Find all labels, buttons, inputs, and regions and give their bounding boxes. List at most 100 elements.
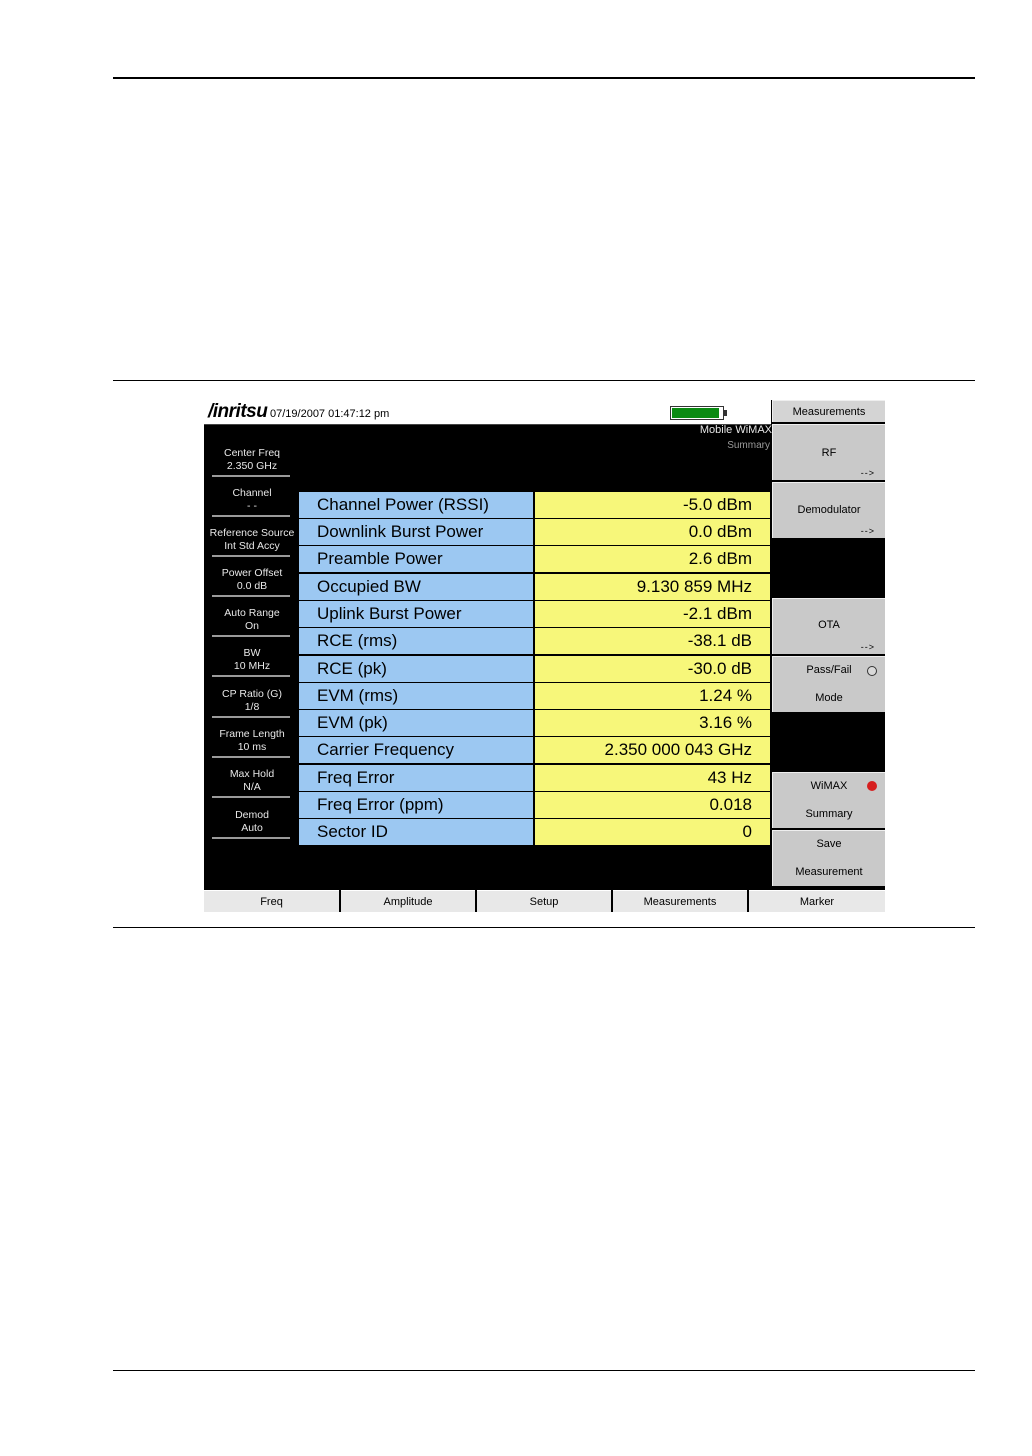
status-header: /inritsu 07/19/2007 01:47:12 pm	[204, 400, 771, 425]
figure-bottom-rule	[113, 927, 975, 928]
row-value: -30.0 dB	[535, 656, 770, 682]
row-label: RCE (pk)	[299, 656, 533, 682]
param-value: Auto	[241, 822, 263, 834]
param-bw: BW 10 MHz	[208, 647, 296, 677]
row-label: Carrier Frequency	[299, 737, 533, 763]
submenu-arrow-icon: -->	[860, 526, 875, 536]
param-value: 1/8	[244, 701, 260, 713]
tab-measurements[interactable]: Measurements	[613, 890, 747, 912]
figure-top-rule	[113, 380, 975, 381]
row-value: -38.1 dB	[535, 628, 770, 654]
divider	[212, 555, 290, 557]
table-row: Preamble Power 2.6 dBm	[299, 546, 770, 572]
tab-freq[interactable]: Freq	[204, 890, 339, 912]
param-label: Reference Source	[209, 527, 295, 539]
param-value: 10 ms	[237, 741, 267, 753]
mode-label: Mode	[815, 692, 843, 704]
param-label: Auto Range	[224, 607, 280, 619]
param-channel: Channel - -	[208, 487, 296, 517]
param-demod: Demod Auto	[208, 809, 296, 839]
table-row: Freq Error (ppm) 0.018	[299, 792, 770, 818]
wimax-summary-button[interactable]: WiMAX Summary	[772, 772, 885, 828]
row-label: EVM (rms)	[299, 683, 533, 709]
tab-setup[interactable]: Setup	[477, 890, 611, 912]
table-row: EVM (rms) 1.24 %	[299, 683, 770, 709]
battery-level	[672, 408, 719, 418]
row-label: Preamble Power	[299, 546, 533, 572]
ota-button[interactable]: OTA -->	[772, 598, 885, 654]
param-cp-ratio: CP Ratio (G) 1/8	[208, 688, 296, 718]
row-label: Freq Error (ppm)	[299, 792, 533, 818]
submenu-arrow-icon: -->	[860, 642, 875, 652]
param-label: Max Hold	[229, 768, 275, 780]
table-row: Sector ID 0	[299, 819, 770, 845]
param-auto-range: Auto Range On	[208, 607, 296, 637]
view-label: Summary	[727, 440, 770, 451]
divider	[212, 756, 290, 758]
pass-fail-label: Pass/Fail	[806, 664, 852, 676]
save-label: Save	[816, 838, 842, 850]
instrument-screen: /inritsu 07/19/2007 01:47:12 pm Mobile W…	[204, 400, 885, 912]
softkey-menu-title: Measurements	[772, 400, 885, 422]
param-frame-length: Frame Length 10 ms	[208, 728, 296, 758]
submenu-arrow-icon: -->	[860, 468, 875, 478]
divider	[212, 837, 290, 839]
menu-title-label: Measurements	[792, 406, 866, 418]
demodulator-label: Demodulator	[797, 504, 861, 516]
row-label: Channel Power (RSSI)	[299, 492, 533, 518]
table-row: Uplink Burst Power -2.1 dBm	[299, 601, 770, 627]
param-value: 10 MHz	[233, 660, 271, 672]
rf-label: RF	[821, 447, 837, 459]
row-value: 9.130 859 MHz	[535, 574, 770, 600]
save-measurement-button[interactable]: Save Measurement	[772, 830, 885, 886]
param-max-hold: Max Hold N/A	[208, 768, 296, 798]
row-label: Freq Error	[299, 765, 533, 791]
param-center-freq: Center Freq 2.350 GHz	[208, 447, 296, 477]
row-value: 43 Hz	[535, 765, 770, 791]
param-label: Center Freq	[223, 447, 281, 459]
table-row: Freq Error 43 Hz	[299, 765, 770, 791]
demodulator-button[interactable]: Demodulator -->	[772, 482, 885, 538]
active-indicator-icon	[867, 781, 877, 791]
mode-label: Mobile WiMAX	[699, 424, 772, 436]
param-label: Frame Length	[219, 728, 285, 740]
param-value: 0.0 dB	[236, 580, 268, 592]
bottom-menu-bar: Freq Amplitude Setup Measurements Marker	[204, 889, 885, 912]
param-label: Demod	[235, 809, 269, 821]
row-value: 3.16 %	[535, 710, 770, 736]
table-row: RCE (rms) -38.1 dB	[299, 628, 770, 654]
ota-label: OTA	[818, 619, 840, 631]
toggle-off-icon	[867, 666, 877, 676]
param-value: On	[244, 620, 259, 632]
table-row: Downlink Burst Power 0.0 dBm	[299, 519, 770, 545]
table-row: EVM (pk) 3.16 %	[299, 710, 770, 736]
battery-icon	[670, 406, 727, 420]
footer-rule	[113, 1370, 975, 1371]
table-row: Carrier Frequency 2.350 000 043 GHz	[299, 737, 770, 763]
row-value: 2.6 dBm	[535, 546, 770, 572]
rf-button[interactable]: RF -->	[772, 424, 885, 480]
row-label: Uplink Burst Power	[299, 601, 533, 627]
tab-amplitude[interactable]: Amplitude	[341, 890, 475, 912]
date-time: 07/19/2007 01:47:12 pm	[270, 408, 390, 420]
battery-tip	[724, 410, 727, 416]
divider	[212, 675, 290, 677]
param-label: Channel	[232, 487, 272, 499]
divider	[212, 716, 290, 718]
divider	[212, 635, 290, 637]
top-rule	[113, 77, 975, 79]
measurement-label: Measurement	[795, 866, 863, 878]
row-value: 1.24 %	[535, 683, 770, 709]
row-value: 0.0 dBm	[535, 519, 770, 545]
table-row: RCE (pk) -30.0 dB	[299, 656, 770, 682]
divider	[212, 515, 290, 517]
summary-label: Summary	[805, 808, 853, 820]
table-row: Occupied BW 9.130 859 MHz	[299, 574, 770, 600]
row-label: RCE (rms)	[299, 628, 533, 654]
tab-marker[interactable]: Marker	[749, 890, 885, 912]
table-row: Channel Power (RSSI) -5.0 dBm	[299, 492, 770, 518]
divider	[212, 796, 290, 798]
pass-fail-mode-button[interactable]: Pass/Fail Mode	[772, 656, 885, 712]
divider	[212, 475, 290, 477]
param-value: Int Std Accy	[224, 540, 280, 552]
